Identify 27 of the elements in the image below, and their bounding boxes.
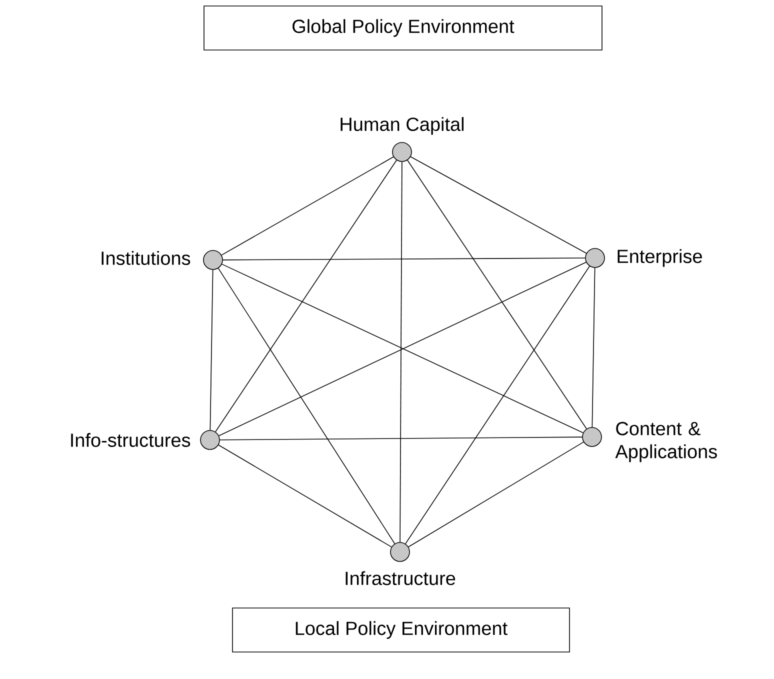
circle-node [203,250,223,270]
connector-line [218,268,396,544]
policy-box: Global Policy Environment [204,6,602,50]
connector-line [222,258,586,260]
connector-line [218,444,392,548]
connector-line [400,161,402,542]
circle-node [390,542,410,562]
policy-box: Local Policy Environment [232,608,570,652]
circle-node [582,427,602,447]
node-label: Institutions [102,251,190,265]
connector-line [410,156,587,254]
connector-line [210,269,214,430]
circle-node [585,248,605,268]
node-label: Enterprise [618,249,702,267]
connector-line [592,267,596,428]
connector-line [215,160,397,432]
connector-line [405,266,590,544]
circle-node [200,430,220,450]
connector-line [407,160,587,430]
connector-line [408,442,584,548]
node-label: Infrastructure [346,571,456,586]
connector-line [220,436,582,440]
circle-node [392,142,412,162]
node-label: Human Capital [340,117,464,135]
node-label: Content & Applications [615,422,717,462]
node-label: Info-structures [71,433,190,447]
connector-line [221,156,394,256]
